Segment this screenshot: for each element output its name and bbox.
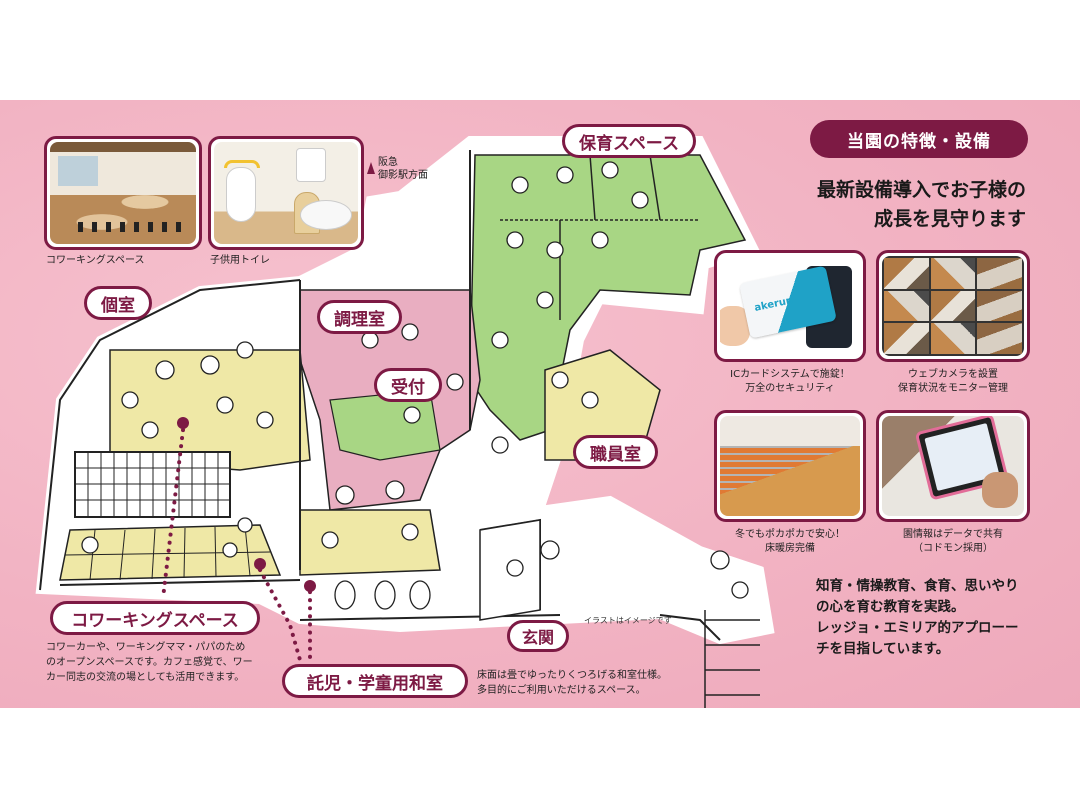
- label-entrance: 玄関: [507, 620, 570, 652]
- kids-toilet-photo-caption: 子供用トイレ: [210, 255, 270, 266]
- features-headline: 最新設備導入でお子様の 成長を見守ります: [816, 179, 1026, 230]
- japanese-room-description: 床面は畳でゆったりくつろげる和室仕様。 多目的にご利用いただけるスペース。: [477, 670, 667, 696]
- ic-card-photo: akerun: [714, 250, 866, 362]
- kids-toilet-photo: [208, 136, 364, 250]
- education-policy-text: 知育・情操教育、食育、思いやり の心を育む教育を実践。 レッジョ・エミリア的アプ…: [816, 578, 1019, 657]
- facility-panel: コワーキングスペース 子供用トイレ 阪急 御影駅方面 保育スペース 個室 調理室…: [0, 100, 1080, 708]
- label-nursery-space: 保育スペース: [562, 124, 696, 158]
- coworking-photo-caption: コワーキングスペース: [46, 255, 145, 266]
- webcam-photo-image: [882, 256, 1024, 356]
- floor-heating-caption: 冬でもポカポカで安心！ 床暖房完備: [735, 529, 845, 554]
- ic-card-photo-image: akerun: [720, 256, 860, 356]
- webcam-photo: [876, 250, 1030, 362]
- label-reception: 受付: [374, 368, 442, 402]
- tablet-photo-image: [882, 416, 1024, 516]
- label-staff-room: 職員室: [573, 435, 658, 469]
- station-line1: 阪急: [378, 157, 398, 168]
- triangle-up-icon: [367, 162, 375, 174]
- label-kitchen: 調理室: [317, 300, 402, 334]
- illustration-note: イラストはイメージです: [584, 616, 672, 625]
- features-heading-badge: 当園の特徴・設備: [810, 120, 1028, 158]
- tablet-caption: 園情報はデータで共有 （コドモン採用）: [903, 529, 1003, 554]
- station-direction: 阪急 御影駅方面: [367, 156, 428, 182]
- label-coworking: コワーキングスペース: [50, 601, 260, 635]
- tablet-photo: [876, 410, 1030, 522]
- coworking-photo-image: [50, 142, 196, 244]
- coworking-photo: [44, 136, 202, 250]
- station-line2: 御影駅方面: [378, 170, 428, 181]
- kids-toilet-photo-image: [214, 142, 358, 244]
- label-japanese-room: 託児・学童用和室: [282, 664, 468, 698]
- coworking-description: コワーカーや、ワーキングママ・パパのため のオープンスペースです。カフェ感覚で、…: [46, 642, 253, 683]
- webcam-caption: ウェブカメラを設置 保育状況をモニター管理: [898, 369, 1008, 394]
- floor-heating-photo-image: [720, 416, 860, 516]
- ic-card-caption: ICカードシステムで施錠！ 万全のセキュリティ: [730, 369, 850, 394]
- floor-heating-photo: [714, 410, 866, 522]
- label-private-room: 個室: [84, 286, 152, 320]
